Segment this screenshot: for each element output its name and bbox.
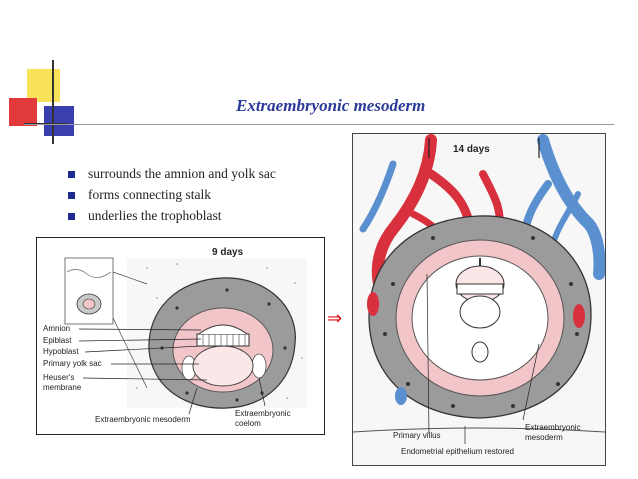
label-extraembryonic-1: Extraembryonic	[525, 423, 581, 432]
vessel-lacuna-red	[573, 304, 585, 328]
trophoblast-spots	[383, 236, 579, 408]
bullet-text: surrounds the amnion and yolk sac	[88, 166, 276, 181]
deco-red-square	[9, 98, 37, 126]
vessel-lacuna-blue	[395, 387, 407, 405]
slide-title: Extraembryonic mesoderm	[236, 96, 426, 115]
label-leader-lines	[78, 328, 266, 415]
bullet-text: underlies the trophoblast	[88, 208, 222, 223]
figure-9-days-heading: 9 days	[212, 247, 244, 258]
label-hypoblast: Hypoblast	[43, 347, 79, 356]
label-endometrial-epithelium: Endometrial epithelium restored	[401, 447, 514, 456]
figure-9-days-drawing: 9 days Amnion Epiblast Hypoblast Primary…	[43, 247, 307, 428]
bullet-square-icon	[68, 171, 75, 178]
figure-14-days-drawing: 14 days Primary villus Extraembryonic me…	[352, 134, 606, 465]
vessel-lacuna-red	[367, 292, 379, 316]
embryonic-disc	[196, 333, 250, 347]
transition-arrow-icon: ⇒	[327, 308, 343, 329]
figure-14-days-heading: 14 days	[453, 144, 490, 155]
bullet-item: surrounds the amnion and yolk sac	[68, 166, 276, 187]
figure-14-days: 14 days Primary villus Extraembryonic me…	[352, 133, 606, 466]
remnant-yolk-sac	[471, 341, 489, 363]
label-leader-lines	[426, 273, 540, 444]
deco-vertical-line	[52, 60, 54, 144]
secondary-yolk-sac	[459, 295, 501, 329]
label-epiblast: Epiblast	[43, 336, 72, 345]
label-extraembryonic-mesoderm: Extraembryonic mesoderm	[95, 415, 191, 424]
label-amnion: Amnion	[43, 324, 70, 333]
trophoblast-spots	[160, 288, 287, 402]
figure-9-days: 9 days Amnion Epiblast Hypoblast Primary…	[36, 237, 325, 435]
bullet-list: surrounds the amnion and yolk sac forms …	[68, 166, 276, 229]
deco-blue-square	[44, 106, 74, 136]
stipple-dots	[136, 263, 303, 399]
bullet-square-icon	[68, 192, 75, 199]
disc-cell-lines	[202, 334, 246, 346]
label-membrane: membrane	[43, 383, 82, 392]
label-extraembryonic-coelom-1: Extraembryonic	[235, 409, 291, 418]
label-primary-yolk-sac: Primary yolk sac	[43, 359, 102, 368]
bullet-square-icon	[68, 213, 75, 220]
bullet-text: forms connecting stalk	[88, 187, 211, 202]
title-divider	[24, 124, 614, 125]
label-heusers: Heuser's	[43, 373, 74, 382]
deco-yellow-square	[27, 69, 60, 102]
label-extraembryonic-coelom-2: coelom	[235, 419, 261, 428]
endometrial-epithelium	[352, 427, 606, 433]
bullet-item: forms connecting stalk	[68, 187, 276, 208]
embryonic-disc	[456, 283, 504, 295]
label-primary-villus: Primary villus	[393, 431, 441, 440]
bullet-item: underlies the trophoblast	[68, 208, 276, 229]
amniotic-cavity	[198, 324, 248, 335]
label-extraembryonic-2: mesoderm	[525, 433, 563, 442]
